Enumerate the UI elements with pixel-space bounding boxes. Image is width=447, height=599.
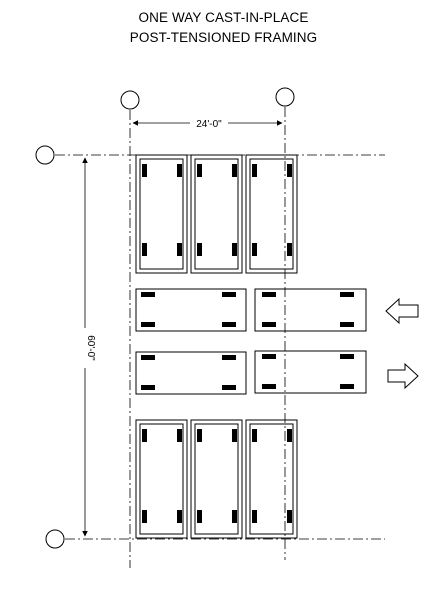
stall-top-3: [245, 154, 298, 274]
car-middle-upper-left: [135, 288, 247, 332]
vertical-dimension: 60'-0": [78, 157, 96, 537]
grid-bubble-top-right: [275, 87, 295, 107]
car-middle-lower-right: [254, 350, 367, 394]
title-line-2: POST-TENSIONED FRAMING: [129, 30, 318, 45]
stall-bottom-3: [245, 419, 298, 539]
wheels-middle-upper: [141, 292, 354, 327]
stall-row-middle-lower: [135, 350, 367, 395]
grid-bubble-left-bottom: [45, 529, 65, 549]
wheels-bottom-row: [142, 429, 292, 523]
wheels-middle-lower: [141, 354, 354, 390]
wheels-top-row: [142, 164, 292, 256]
stall-bottom-1: [135, 419, 188, 539]
grid-bubble-top-left: [120, 90, 140, 110]
grid-bubble-left-top: [35, 145, 55, 165]
title-line-1: ONE WAY CAST-IN-PLACE: [138, 10, 309, 25]
stall-top-1: [135, 154, 188, 274]
car-middle-lower-left: [135, 351, 247, 395]
stall-row-top: [135, 154, 298, 274]
stall-row-bottom: [135, 419, 298, 539]
stall-bottom-2: [190, 419, 243, 539]
car-middle-upper-right: [254, 288, 367, 332]
stall-top-2: [190, 154, 243, 274]
horizontal-dimension: 24'-0": [132, 115, 283, 130]
arrow-left-icon: [385, 297, 419, 325]
horizontal-dimension-label: 24'-0": [196, 119, 222, 130]
stall-row-middle-upper: [135, 288, 367, 332]
vertical-dimension-label: 60'-0": [85, 335, 96, 361]
arrow-right-icon: [387, 362, 419, 390]
